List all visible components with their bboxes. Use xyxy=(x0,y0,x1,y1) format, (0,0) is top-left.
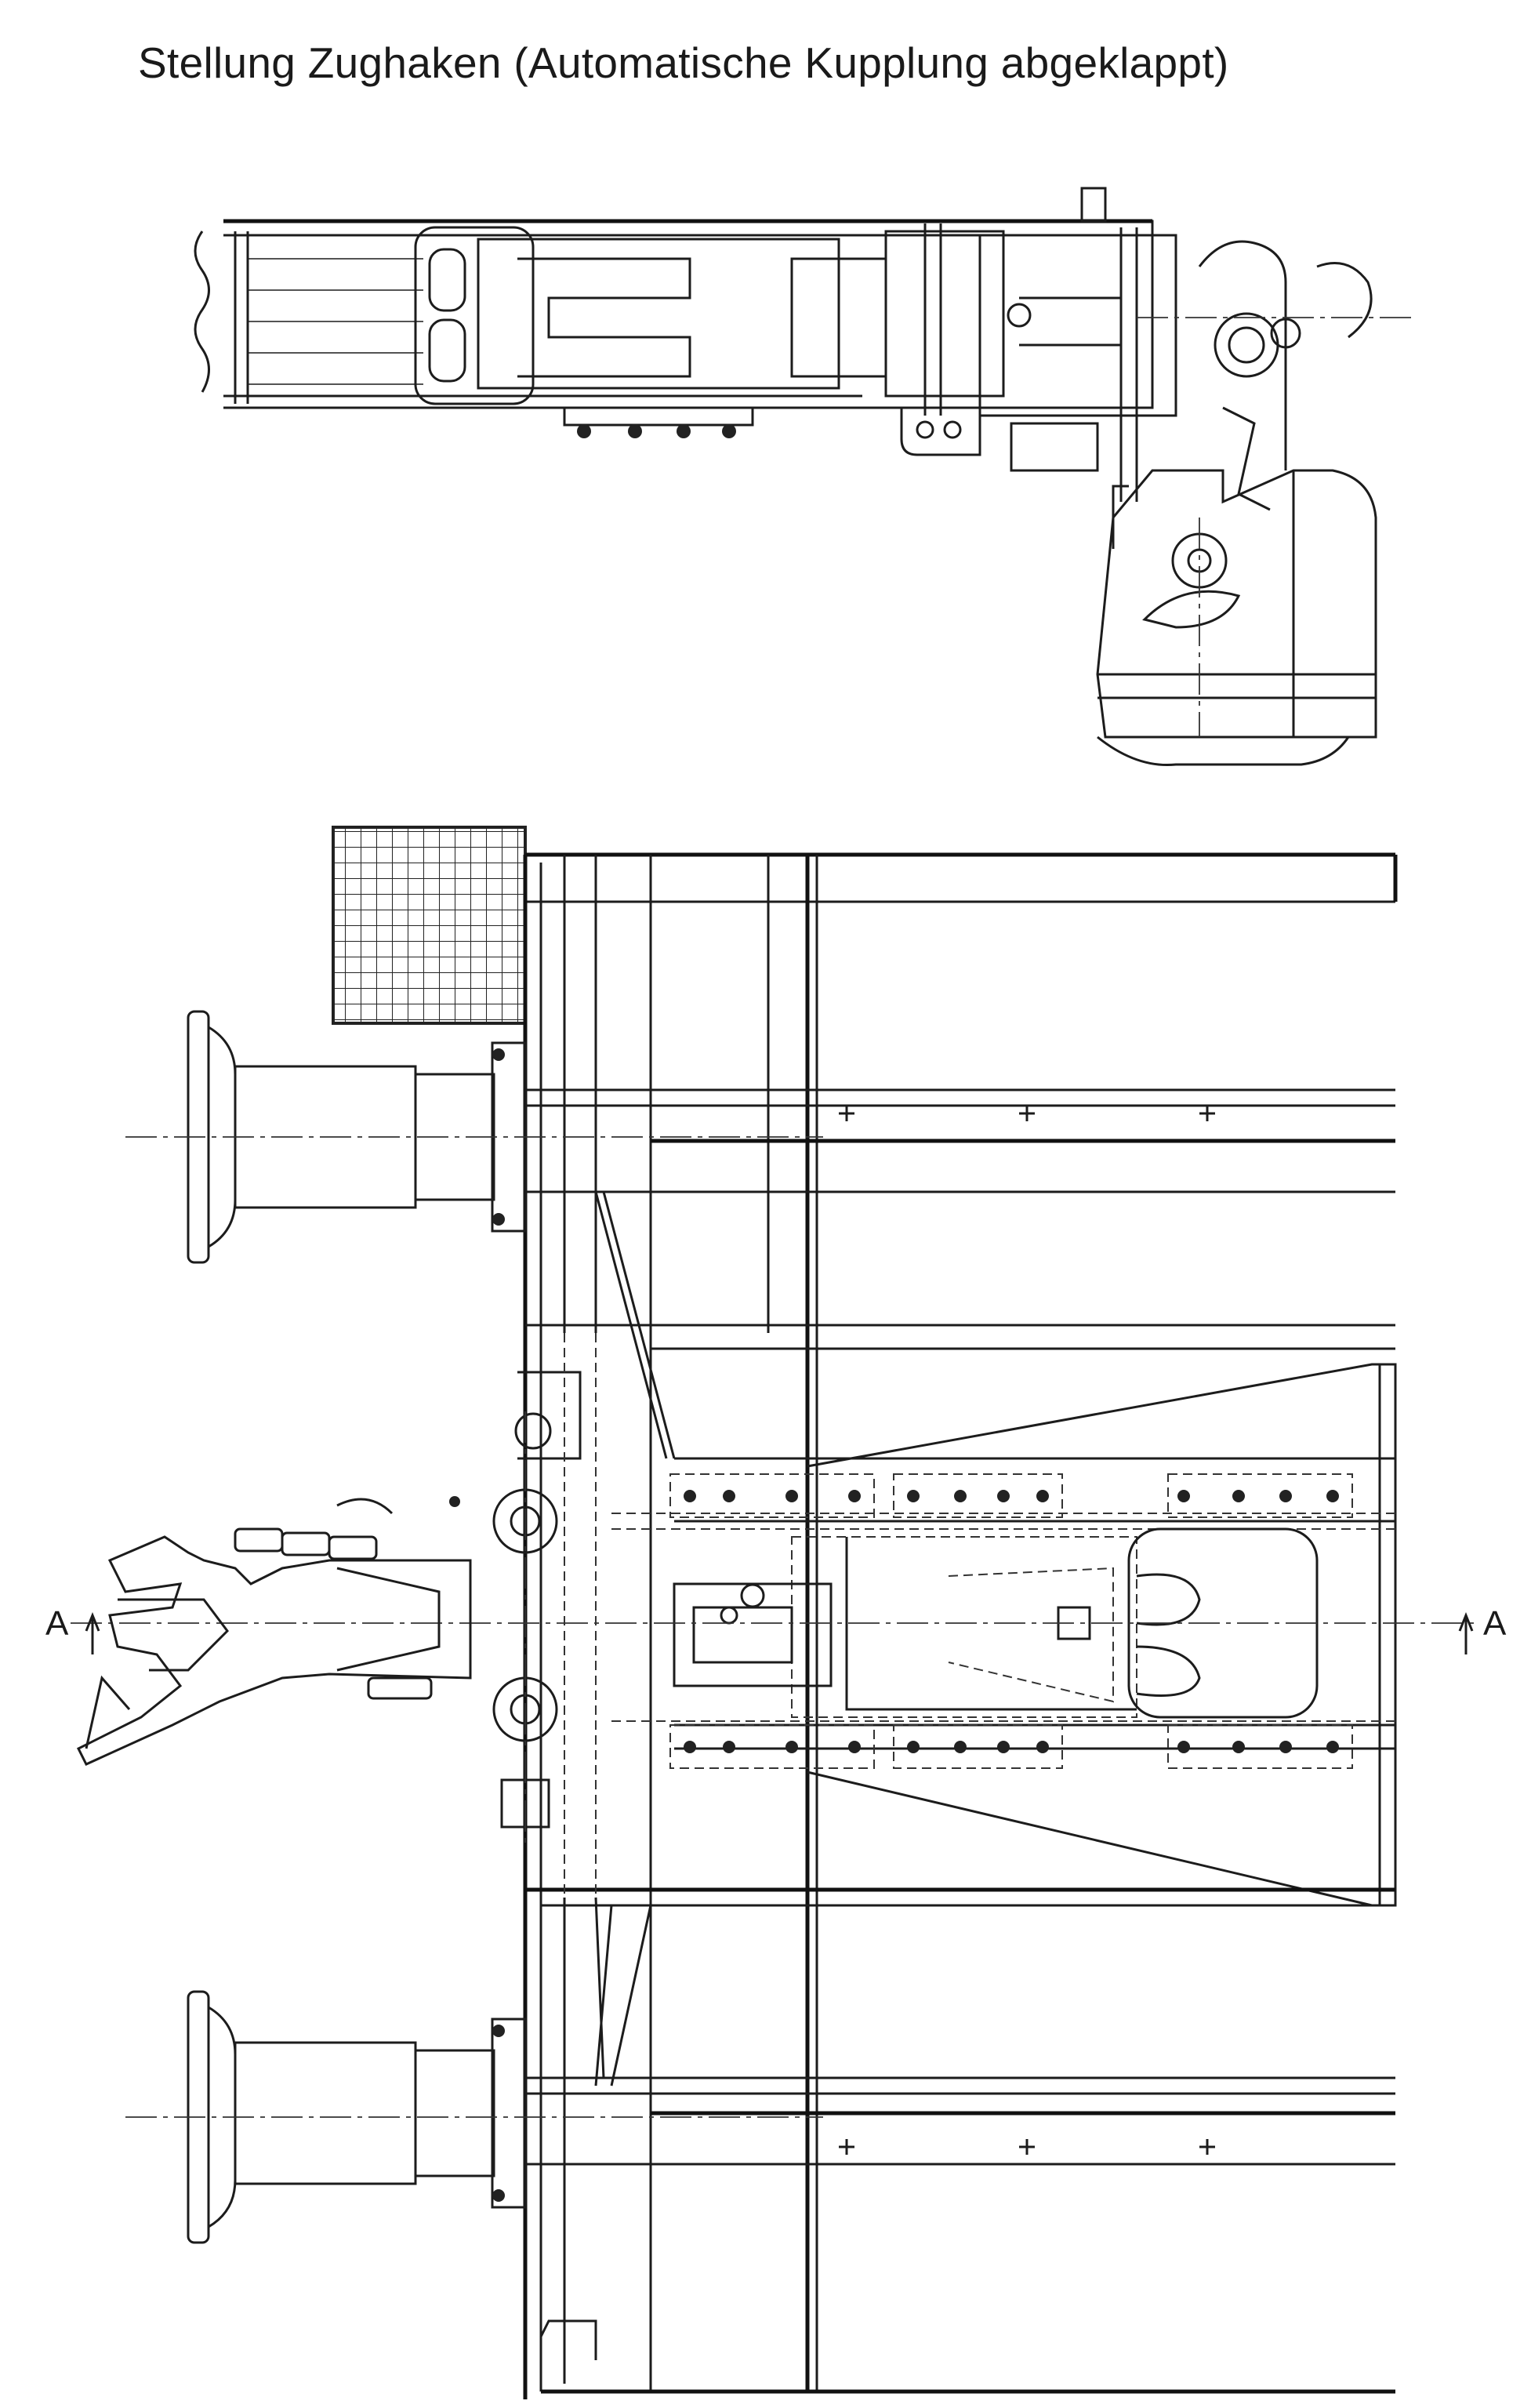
folded-coupling xyxy=(76,1496,472,1766)
section-mark-left: A xyxy=(45,1604,69,1643)
side-view xyxy=(194,187,1411,767)
page-title: Stellung Zughaken (Automatische Kupplung… xyxy=(138,38,1229,87)
bolt-row xyxy=(563,406,754,438)
buffer-upper xyxy=(125,1010,823,1264)
bolt-plate-lower xyxy=(669,1724,1353,1769)
bolt-plate-upper xyxy=(669,1473,1353,1518)
step-plate xyxy=(332,826,527,1025)
plan-view: A A xyxy=(45,826,1507,2399)
section-mark-right: A xyxy=(1483,1604,1507,1643)
buffer-lower xyxy=(125,1990,823,2244)
